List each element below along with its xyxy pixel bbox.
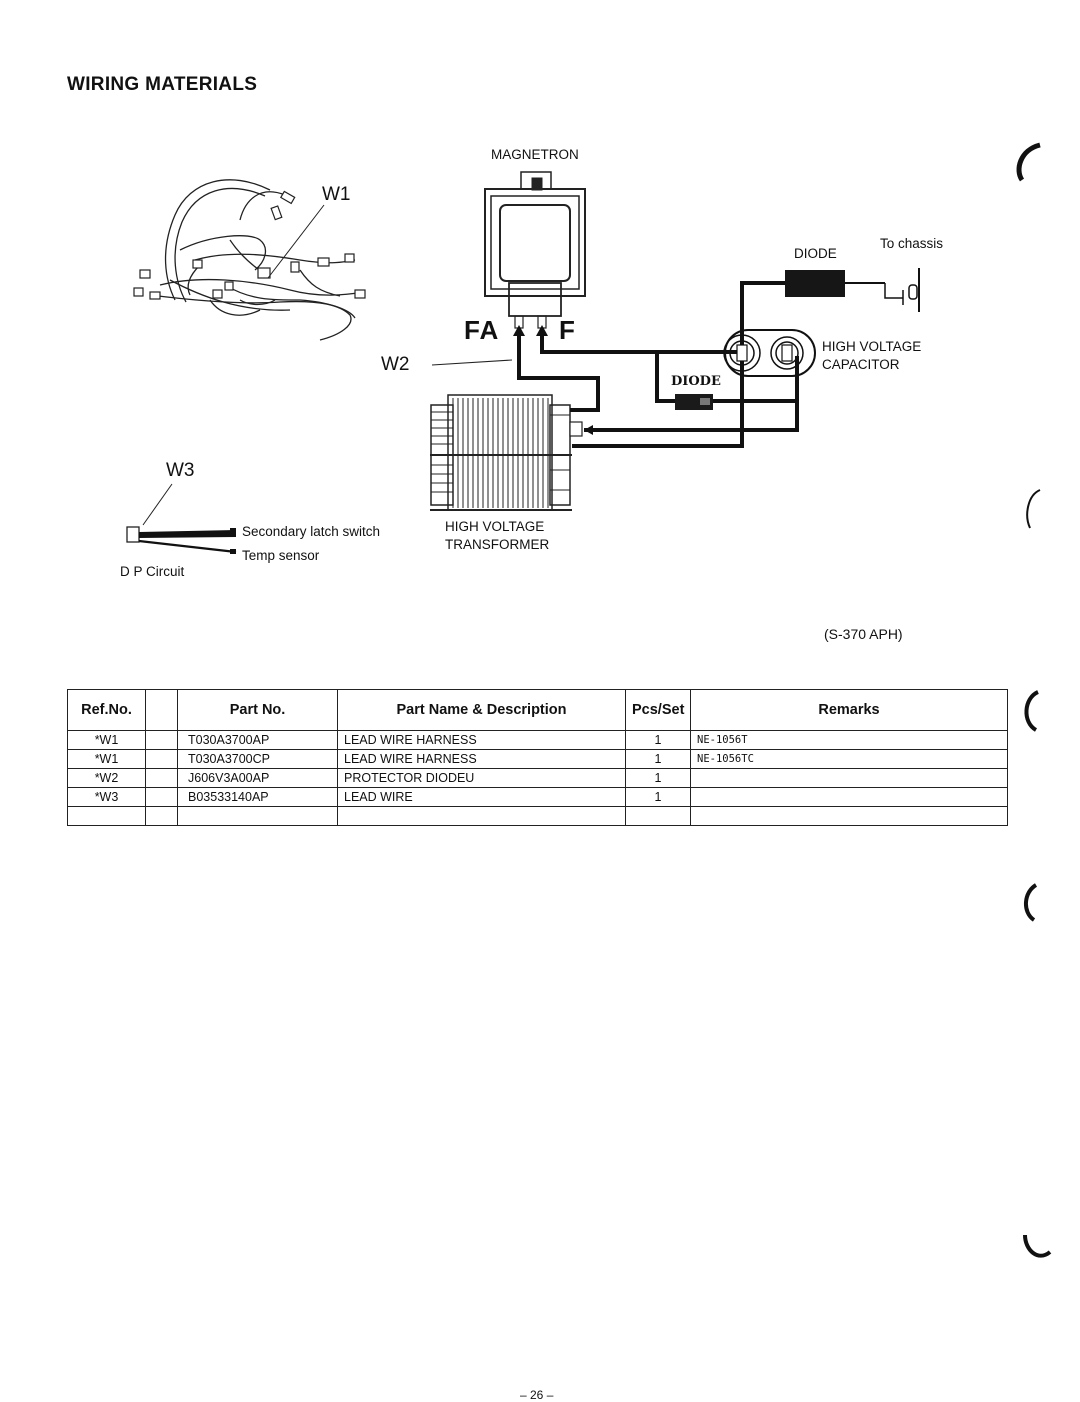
w3-lead-wire-drawing (126, 483, 237, 554)
protector-diode-drawing (675, 394, 713, 410)
cell-description: LEAD WIRE HARNESS (337, 730, 626, 750)
w2-leader-line (431, 359, 513, 366)
cell-ref-no: *W1 (67, 749, 146, 769)
header-pcs-set: Pcs/Set (625, 689, 691, 731)
f-terminal-label: F (559, 315, 576, 345)
table-row: *W2 J606V3A00AP PROTECTOR DIODEU 1 (67, 768, 1008, 788)
temp-sensor-label: Temp sensor (242, 548, 320, 563)
protector-diode-handwritten-label: DIODE (671, 374, 721, 389)
cell-description: LEAD WIRE HARNESS (337, 749, 626, 769)
diode-drawing (785, 268, 920, 312)
diode-label: DIODE (794, 246, 837, 261)
cell-blank (145, 787, 178, 807)
cell-remarks (690, 806, 1008, 826)
w2-label: W2 (381, 354, 410, 375)
w3-label: W3 (166, 460, 195, 481)
header-ref-no: Ref.No. (67, 689, 146, 731)
cell-description: LEAD WIRE (337, 787, 626, 807)
magnetron-label: MAGNETRON (491, 147, 579, 162)
w3-leader-line (142, 483, 173, 526)
hv-capacitor-label-line1: HIGH VOLTAGE (822, 339, 922, 354)
table-row (67, 806, 1008, 826)
cell-blank (145, 806, 178, 826)
hv-capacitor-label-line2: CAPACITOR (822, 357, 900, 372)
header-blank (145, 689, 178, 731)
cell-remarks (690, 787, 1008, 807)
cell-description: PROTECTOR DIODEU (337, 768, 626, 788)
table-row: *W1 T030A3700AP LEAD WIRE HARNESS 1 NE-1… (67, 730, 1008, 750)
cell-part-no (177, 806, 338, 826)
cell-part-no: T030A3700AP (177, 730, 338, 750)
hv-transformer-drawing (430, 394, 583, 511)
hv-wiring (517, 281, 799, 448)
cell-remarks: NE-1056T (690, 730, 1008, 750)
parts-table: Ref.No. Part No. Part Name & Description… (67, 689, 1008, 826)
cell-ref-no: *W2 (67, 768, 146, 788)
w1-connectors (133, 190, 366, 300)
cell-ref-no: *W1 (67, 730, 146, 750)
page-number: – 26 – (520, 1388, 554, 1402)
binder-ring-marks (1016, 142, 1052, 1258)
table-row: *W3 B03533140AP LEAD WIRE 1 (67, 787, 1008, 807)
header-part-no: Part No. (177, 689, 338, 731)
table-header-row: Ref.No. Part No. Part Name & Description… (67, 689, 1008, 731)
cell-blank (145, 768, 178, 788)
hv-transformer-label-line1: HIGH VOLTAGE (445, 519, 545, 534)
w1-label: W1 (322, 184, 351, 205)
cell-blank (145, 730, 178, 750)
to-chassis-label: To chassis (880, 236, 944, 251)
table-row: *W1 T030A3700CP LEAD WIRE HARNESS 1 NE-1… (67, 749, 1008, 769)
dp-circuit-label: D P Circuit (120, 564, 185, 579)
cell-pcs (625, 806, 691, 826)
cell-remarks (690, 768, 1008, 788)
cell-ref-no (67, 806, 146, 826)
fa-terminal-label: FA (464, 315, 500, 345)
cell-part-no: B03533140AP (177, 787, 338, 807)
cell-pcs: 1 (625, 749, 691, 769)
cell-blank (145, 749, 178, 769)
hv-capacitor-drawing (723, 329, 816, 377)
hv-transformer-label-line2: TRANSFORMER (445, 537, 550, 552)
cell-pcs: 1 (625, 730, 691, 750)
magnetron-drawing (484, 171, 586, 329)
cell-ref-no: *W3 (67, 787, 146, 807)
secondary-latch-switch-label: Secondary latch switch (242, 524, 381, 539)
cell-description (337, 806, 626, 826)
cell-pcs: 1 (625, 787, 691, 807)
cell-part-no: T030A3700CP (177, 749, 338, 769)
model-number-label: (S-370 APH) (824, 626, 903, 642)
w1-leader-line (267, 204, 325, 279)
header-part-name-description: Part Name & Description (337, 689, 626, 731)
cell-part-no: J606V3A00AP (177, 768, 338, 788)
header-remarks: Remarks (690, 689, 1008, 731)
page-title: WIRING MATERIALS (67, 74, 258, 95)
cell-remarks: NE-1056TC (690, 749, 1008, 769)
cell-pcs: 1 (625, 768, 691, 788)
